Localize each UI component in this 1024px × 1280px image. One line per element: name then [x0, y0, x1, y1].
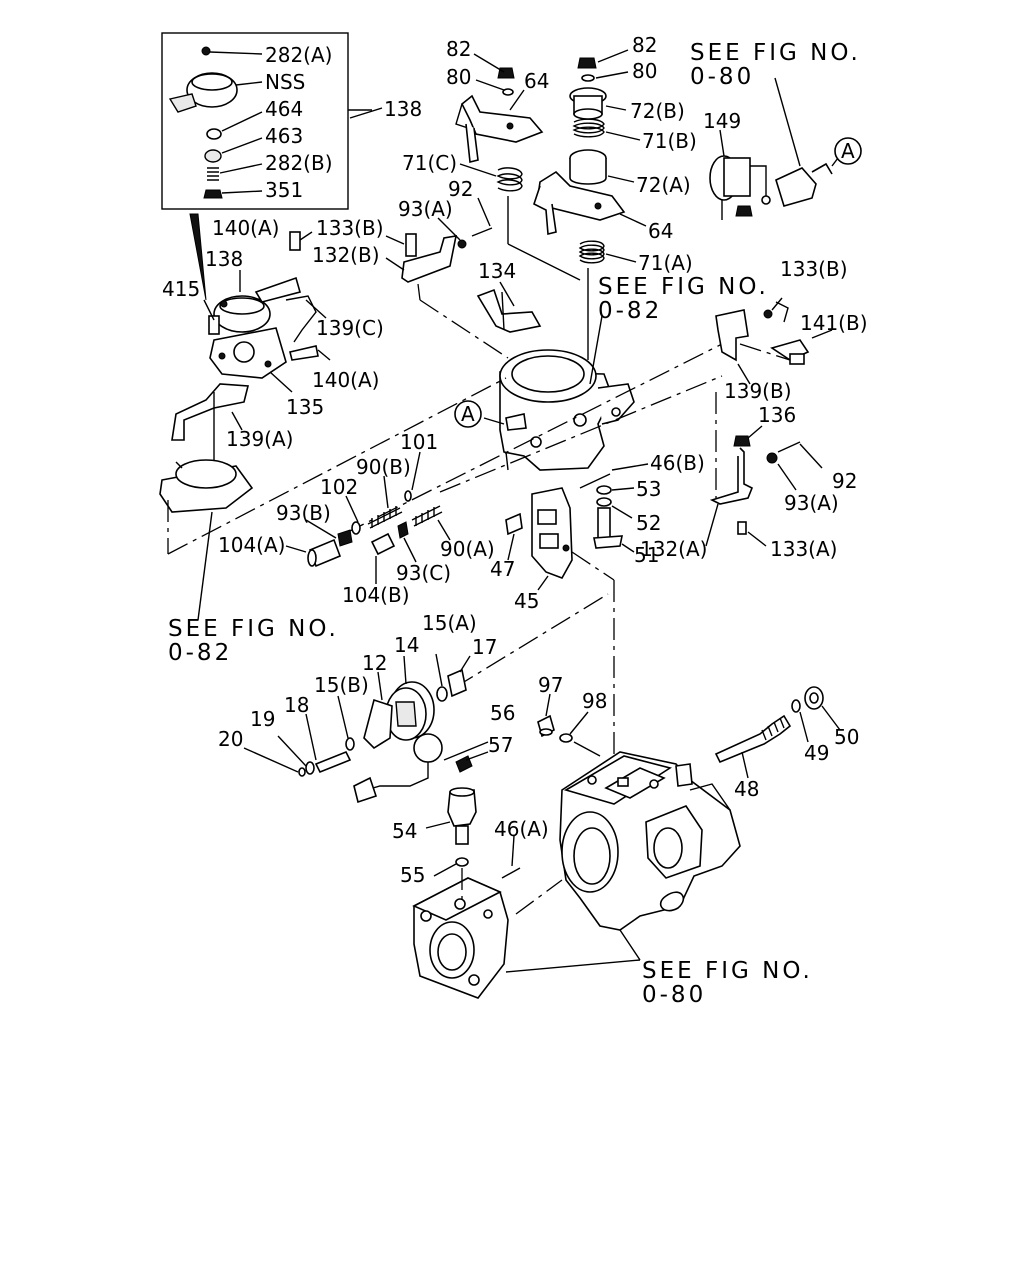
- label-139b: 139(B): [724, 379, 792, 403]
- flyweight-group: [298, 593, 609, 804]
- label-133a: 133(A): [770, 537, 837, 561]
- label-18: 18: [284, 693, 309, 717]
- label-132b: 132(B): [312, 243, 380, 267]
- inset-label-282b: 282(B): [265, 151, 333, 175]
- label-14: 14: [394, 633, 419, 657]
- label-45: 45: [514, 589, 539, 613]
- label-93c: 93(C): [396, 561, 451, 585]
- label-135: 135: [286, 395, 324, 419]
- bracket-group-right: [715, 301, 810, 365]
- label-133b-right: 133(B): [780, 257, 848, 281]
- label-53: 53: [636, 477, 661, 501]
- inset-label-nss: NSS: [265, 70, 305, 94]
- label-72a: 72(A): [636, 173, 691, 197]
- ref-fig-0-80-bottom-line1: SEE FIG NO.: [642, 958, 813, 984]
- label-64-top: 64: [524, 69, 549, 93]
- label-52: 52: [636, 511, 661, 535]
- label-80-left: 80: [446, 65, 471, 89]
- label-138-mid: 138: [205, 247, 243, 271]
- label-415: 415: [162, 277, 200, 301]
- bracket-132a-group: [709, 435, 801, 535]
- ref-fig-0-82-left-line2: 0-82: [168, 640, 232, 666]
- ref-fig-0-82-top-line1: SEE FIG NO.: [598, 274, 769, 300]
- sensor-54-group: [447, 787, 521, 879]
- label-46a: 46(A): [494, 817, 549, 841]
- label-141b: 141(B): [800, 311, 868, 335]
- label-71b: 71(B): [642, 129, 697, 153]
- label-82-left: 82: [446, 37, 471, 61]
- ref-fig-0-80-bottom-line2: 0-80: [642, 982, 706, 1008]
- label-93a-top: 93(A): [398, 197, 453, 221]
- label-138-top: 138: [384, 97, 422, 121]
- label-15a: 15(A): [422, 611, 477, 635]
- callout-a-left: [454, 400, 482, 428]
- label-93b: 93(B): [276, 501, 331, 525]
- callout-a-left-text: A: [461, 402, 475, 426]
- label-55: 55: [400, 863, 425, 887]
- detail-inset: [161, 32, 372, 301]
- label-102: 102: [320, 475, 358, 499]
- bracket-group-left: [401, 227, 542, 333]
- inset-label-351: 351: [265, 178, 303, 202]
- label-136: 136: [758, 403, 796, 427]
- label-46b: 46(B): [650, 451, 705, 475]
- inset-label-463: 463: [265, 124, 303, 148]
- label-64-mid: 64: [648, 219, 673, 243]
- label-19: 19: [250, 707, 275, 731]
- adjusting-screws: [307, 490, 443, 568]
- label-98: 98: [582, 689, 607, 713]
- label-92-right: 92: [832, 469, 857, 493]
- label-57: 57: [488, 733, 513, 757]
- label-93a-right: 93(A): [784, 491, 839, 515]
- callout-a-right: [834, 137, 862, 165]
- actuator-assembly: [159, 231, 319, 513]
- label-20: 20: [218, 727, 243, 751]
- label-50: 50: [834, 725, 859, 749]
- label-17: 17: [472, 635, 497, 659]
- callout-a-right-text: A: [841, 139, 855, 163]
- label-72b: 72(B): [630, 99, 685, 123]
- label-12: 12: [362, 651, 387, 675]
- label-90b: 90(B): [356, 455, 411, 479]
- shaft-48-group: [714, 686, 824, 764]
- label-140a-top: 140(A): [212, 216, 279, 240]
- label-49: 49: [804, 741, 829, 765]
- lever-spring-group: [455, 57, 626, 264]
- label-134: 134: [478, 259, 516, 283]
- ref-fig-0-82-left-line1: SEE FIG NO.: [168, 616, 339, 642]
- label-47: 47: [490, 557, 515, 581]
- solenoid-149: [709, 155, 833, 220]
- inset-label-464: 464: [265, 97, 303, 121]
- label-71c: 71(C): [402, 151, 457, 175]
- ref-fig-0-82-top-line2: 0-82: [598, 298, 662, 324]
- label-54: 54: [392, 819, 417, 843]
- bolt-97-group: [537, 714, 573, 743]
- label-140a-mid: 140(A): [312, 368, 379, 392]
- ref-fig-0-80-top-line2: 0-80: [690, 64, 754, 90]
- label-101: 101: [400, 430, 438, 454]
- label-56: 56: [490, 701, 515, 725]
- label-132a: 132(A): [640, 537, 707, 561]
- pump-body: [412, 751, 741, 999]
- label-15b: 15(B): [314, 673, 369, 697]
- label-71a: 71(A): [638, 251, 693, 275]
- label-92-top: 92: [448, 177, 473, 201]
- label-104a: 104(A): [218, 533, 285, 557]
- governor-housing: [499, 349, 635, 471]
- label-139a: 139(A): [226, 427, 293, 451]
- label-133b-left: 133(B): [316, 216, 384, 240]
- label-149: 149: [703, 109, 741, 133]
- label-90a: 90(A): [440, 537, 495, 561]
- label-104b: 104(B): [342, 583, 410, 607]
- label-139c: 139(C): [316, 316, 384, 340]
- label-97: 97: [538, 673, 563, 697]
- label-80-right: 80: [632, 59, 657, 83]
- label-82-right: 82: [632, 33, 657, 57]
- ref-fig-0-80-top-line1: SEE FIG NO.: [690, 40, 861, 66]
- inset-label-282a: 282(A): [265, 43, 332, 67]
- lever-45-group: [505, 473, 623, 579]
- label-51: 51: [634, 543, 659, 567]
- label-48: 48: [734, 777, 759, 801]
